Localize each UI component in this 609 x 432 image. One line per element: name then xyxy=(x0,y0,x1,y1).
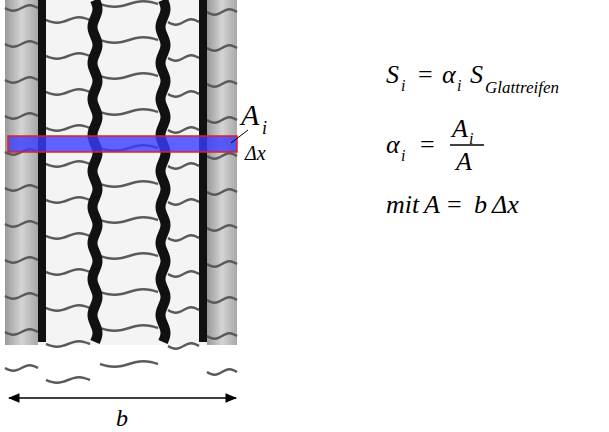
tread-sipe xyxy=(100,1,158,6)
subscript: i xyxy=(401,78,405,94)
subscript: i xyxy=(469,131,473,147)
tread-sipe xyxy=(100,181,158,186)
tread-sipe xyxy=(168,271,199,276)
tread-sipe xyxy=(5,185,38,190)
tread-shoulder xyxy=(207,0,237,345)
tread-sipe xyxy=(207,261,237,266)
tread-sipe xyxy=(100,325,158,330)
tread-sipe xyxy=(46,125,90,130)
tread-sipe xyxy=(46,197,90,202)
tread-sipe xyxy=(168,199,199,204)
tire-tread xyxy=(5,0,237,383)
tread-sipe xyxy=(207,153,237,158)
formula-symbol: b xyxy=(474,192,487,218)
tread-sipe xyxy=(207,333,237,338)
formula-operator: = xyxy=(420,132,435,158)
tread-sipe xyxy=(168,127,199,132)
tread-sipe xyxy=(5,329,38,334)
tread-sipe xyxy=(168,235,199,240)
tread-sipe xyxy=(46,161,90,166)
width-label: b xyxy=(116,406,128,430)
tread-sipe xyxy=(5,293,38,298)
height-label: Δx xyxy=(245,143,266,163)
tread-sipe xyxy=(5,5,38,10)
formula-symbol: α xyxy=(442,62,456,88)
tread-sipe xyxy=(207,369,237,374)
fraction-bar xyxy=(450,144,484,145)
tread-groove xyxy=(38,0,46,342)
dimension-arrow xyxy=(9,397,236,398)
subscript: Glattreifen xyxy=(485,79,559,96)
formula-symbol: α xyxy=(386,132,400,158)
tread-sipe xyxy=(168,55,199,60)
tread-sipe xyxy=(168,91,199,96)
tread-sipe xyxy=(5,113,38,118)
formula-symbol: A xyxy=(424,192,440,218)
tread-sipe xyxy=(46,377,90,382)
tread-sipe xyxy=(5,365,38,370)
tread-sipe xyxy=(207,297,237,302)
formula-symbol: Δx xyxy=(492,192,519,218)
formula-operator: = xyxy=(447,192,462,218)
subscript: i xyxy=(457,78,461,94)
tread-sipe xyxy=(168,163,199,168)
tread-ground xyxy=(5,0,237,345)
tread-sipe xyxy=(46,17,90,22)
tread-sipe xyxy=(46,233,90,238)
tread-sipe xyxy=(207,117,237,122)
tread-sipe xyxy=(46,53,90,58)
formula-symbol: S xyxy=(470,62,483,88)
tread-groove xyxy=(93,0,98,342)
tread-groove xyxy=(199,0,207,342)
tread-sipe xyxy=(207,189,237,194)
tread-sipe xyxy=(100,361,158,366)
tread-sipe xyxy=(207,225,237,230)
tread-sipe xyxy=(100,73,158,78)
tread-sipe xyxy=(100,253,158,258)
tread-groove xyxy=(161,0,166,342)
tread-sipe xyxy=(207,81,237,86)
tread-sipe xyxy=(5,41,38,46)
tread-sipe xyxy=(46,341,90,346)
tread-sipe xyxy=(5,77,38,82)
tread-sipe xyxy=(168,307,199,312)
tread-sipe xyxy=(100,217,158,222)
leader-line xyxy=(231,130,248,143)
tread-sipe xyxy=(46,269,90,274)
tread-sipe xyxy=(168,343,199,348)
tread-sipe xyxy=(46,305,90,310)
area-label: A xyxy=(241,100,259,130)
tread-sipe xyxy=(100,109,158,114)
tread-sipe xyxy=(207,9,237,14)
tread-sipe xyxy=(5,221,38,226)
formula-symbol: A xyxy=(456,149,472,175)
area-strip xyxy=(8,136,237,152)
tread-shoulder xyxy=(5,0,38,345)
tread-sipe xyxy=(100,289,158,294)
tread-sipe xyxy=(5,257,38,262)
formula-symbol: S xyxy=(386,62,399,88)
tread-sipe xyxy=(168,19,199,24)
subscript: i xyxy=(401,148,405,164)
formula-word: mit xyxy=(386,192,419,218)
tread-sipe xyxy=(207,45,237,50)
tread-sipe xyxy=(46,89,90,94)
subscript: i xyxy=(262,119,267,137)
formula-operator: = xyxy=(418,62,433,88)
tread-sipe xyxy=(100,37,158,42)
formula-symbol: A xyxy=(452,116,468,142)
